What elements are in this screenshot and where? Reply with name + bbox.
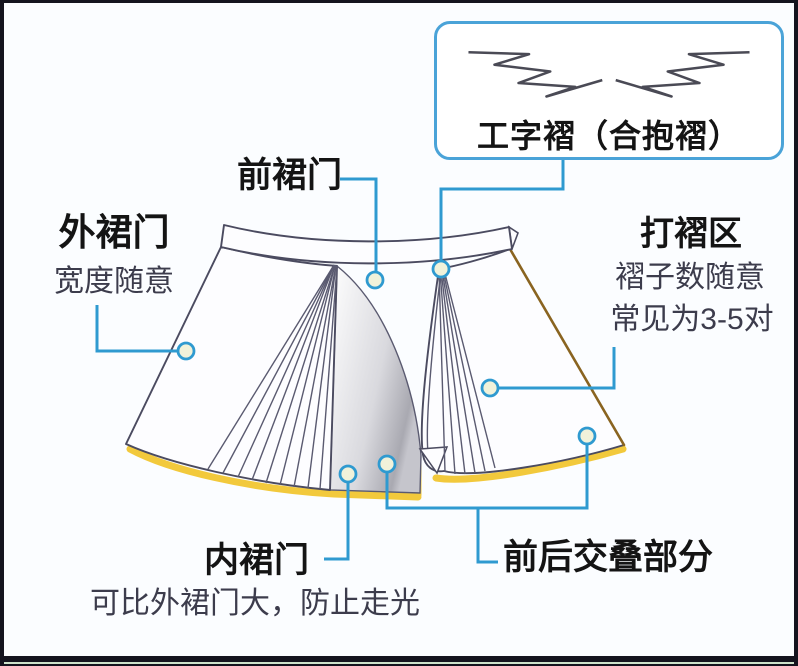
connector-outer-panel xyxy=(95,305,186,353)
pleat-area-label: 打褶区 xyxy=(640,215,742,253)
skirt-illustration xyxy=(95,160,627,564)
pleat-area-note-1: 褶子数随意 xyxy=(615,261,765,294)
outer-panel-shape xyxy=(125,246,338,491)
inner-panel-gap xyxy=(126,264,422,501)
connector-pleat-area xyxy=(490,347,616,390)
dot-front-panel xyxy=(365,270,385,290)
pleat-area-note-2: 常见为3-5对 xyxy=(610,303,774,336)
fold-curl xyxy=(418,446,449,475)
connectors xyxy=(95,160,616,564)
dot-overlap-right xyxy=(577,426,597,446)
dot-inner-panel xyxy=(338,464,358,484)
frame-bottom-bar xyxy=(4,656,794,666)
connector-front-panel xyxy=(340,177,378,280)
dot-overlap-left xyxy=(377,454,397,474)
pleat-type-title: 工字褶（合抱褶） xyxy=(476,118,741,154)
left-skirt-body xyxy=(125,246,338,491)
right-pleat-lines xyxy=(438,269,496,475)
right-edge-brown-line xyxy=(508,247,626,447)
front-panel-label: 前裙门 xyxy=(237,156,343,195)
connector-pleat-box xyxy=(439,160,565,269)
anchor-dots xyxy=(176,259,597,484)
left-pleat-lines xyxy=(207,264,338,490)
fold-inner-line xyxy=(426,270,442,454)
inner-panel-note: 可比外裙门大，防止走光 xyxy=(90,587,420,620)
overlap-label: 前后交叠部分 xyxy=(503,538,714,577)
outer-panel-note: 宽度随意 xyxy=(54,265,174,298)
box-pleat-zigzag-icon xyxy=(468,50,750,98)
waistband-shape xyxy=(220,224,513,265)
hem-gold-right xyxy=(432,445,627,483)
waistband xyxy=(220,224,519,265)
dot-pleat-type xyxy=(431,259,451,279)
connector-inner-panel xyxy=(324,474,350,561)
outer-panel-label: 外裙门 xyxy=(58,212,170,253)
connector-overlap-top xyxy=(385,436,589,510)
right-skirt-body xyxy=(418,247,627,483)
pleat-type-callout: 工字褶（合抱褶） xyxy=(434,21,784,160)
dot-pleat-area xyxy=(480,378,500,398)
hem-gold-left xyxy=(126,445,422,501)
inner-panel-label: 内裙门 xyxy=(204,541,310,580)
connector-overlap-stem xyxy=(476,508,498,564)
gap-shading xyxy=(329,264,422,494)
dot-outer-panel xyxy=(176,341,196,361)
front-overlap-shape xyxy=(420,248,625,475)
